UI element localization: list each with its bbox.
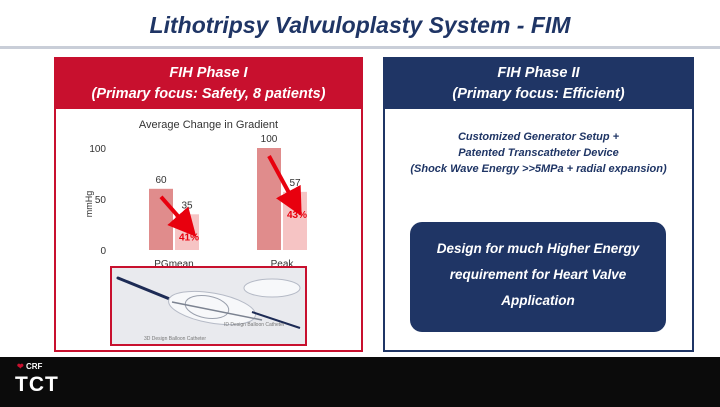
y-axis-label: mmHg [84,191,94,218]
data-label: 35 [181,200,193,211]
data-label: 57 [289,178,301,189]
phase-2-panel: FIH Phase II (Primary focus: Efficient) … [383,57,694,352]
spec-line-1: Customized Generator Setup + [457,131,620,143]
spec-text: Customized Generator Setup + Patented Tr… [385,129,692,177]
spec-line-3: (Shock Wave Energy >>5MPa + radial expan… [410,163,667,175]
percent-annotation: 43% [287,210,307,221]
highlight-line-3: Application [501,293,575,308]
title-divider [0,46,720,49]
category-label: PGmean [154,259,193,270]
device-image: ID Design Balloon Catheter 3D Design Bal… [110,266,307,346]
decrease-arrow [159,195,197,237]
phase-1-panel: FIH Phase I (Primary focus: Safety, 8 pa… [54,57,363,352]
highlight-box: Design for much Higher Energy requiremen… [410,222,666,332]
data-label: 100 [261,134,278,145]
device-label-1: ID Design Balloon Catheter [224,322,285,328]
y-tick-label: 100 [89,144,106,155]
phase-2-subtitle: (Primary focus: Efficient) [452,86,625,102]
bar [257,148,281,250]
crf-logo: ❤ CRF [17,362,42,371]
phase-1-subtitle: (Primary focus: Safety, 8 patients) [91,86,326,102]
category-label: Peak [271,259,295,270]
footer-bar: ❤ CRF TCT [0,357,720,407]
balloon-catheter-illustration [112,268,305,344]
highlight-line-1: Design for much Higher Energy [436,241,640,256]
phase-2-header: FIH Phase II (Primary focus: Efficient) [385,59,692,109]
data-label: 60 [155,175,167,186]
phase-2-title: FIH Phase II [497,65,580,81]
tct-logo: TCT [15,373,59,396]
decrease-arrow [267,155,302,217]
phase-1-title: FIH Phase I [169,65,248,81]
percent-annotation: 41% [179,232,199,243]
crf-logo-text: CRF [25,362,43,371]
chart-title: Average Change in Gradient [138,119,279,131]
y-tick-label: 50 [95,195,107,206]
device-label-2: 3D Design Balloon Catheter [144,336,206,342]
y-tick-label: 0 [100,246,106,257]
spec-line-2: Patented Transcatheter Device [458,147,619,159]
page-title: Lithotripsy Valvuloplasty System - FIM [149,12,571,38]
highlight-line-2: requirement for Heart Valve [449,267,627,282]
phase-1-header: FIH Phase I (Primary focus: Safety, 8 pa… [56,59,361,109]
crf-logo-icon: ❤ [17,362,26,371]
